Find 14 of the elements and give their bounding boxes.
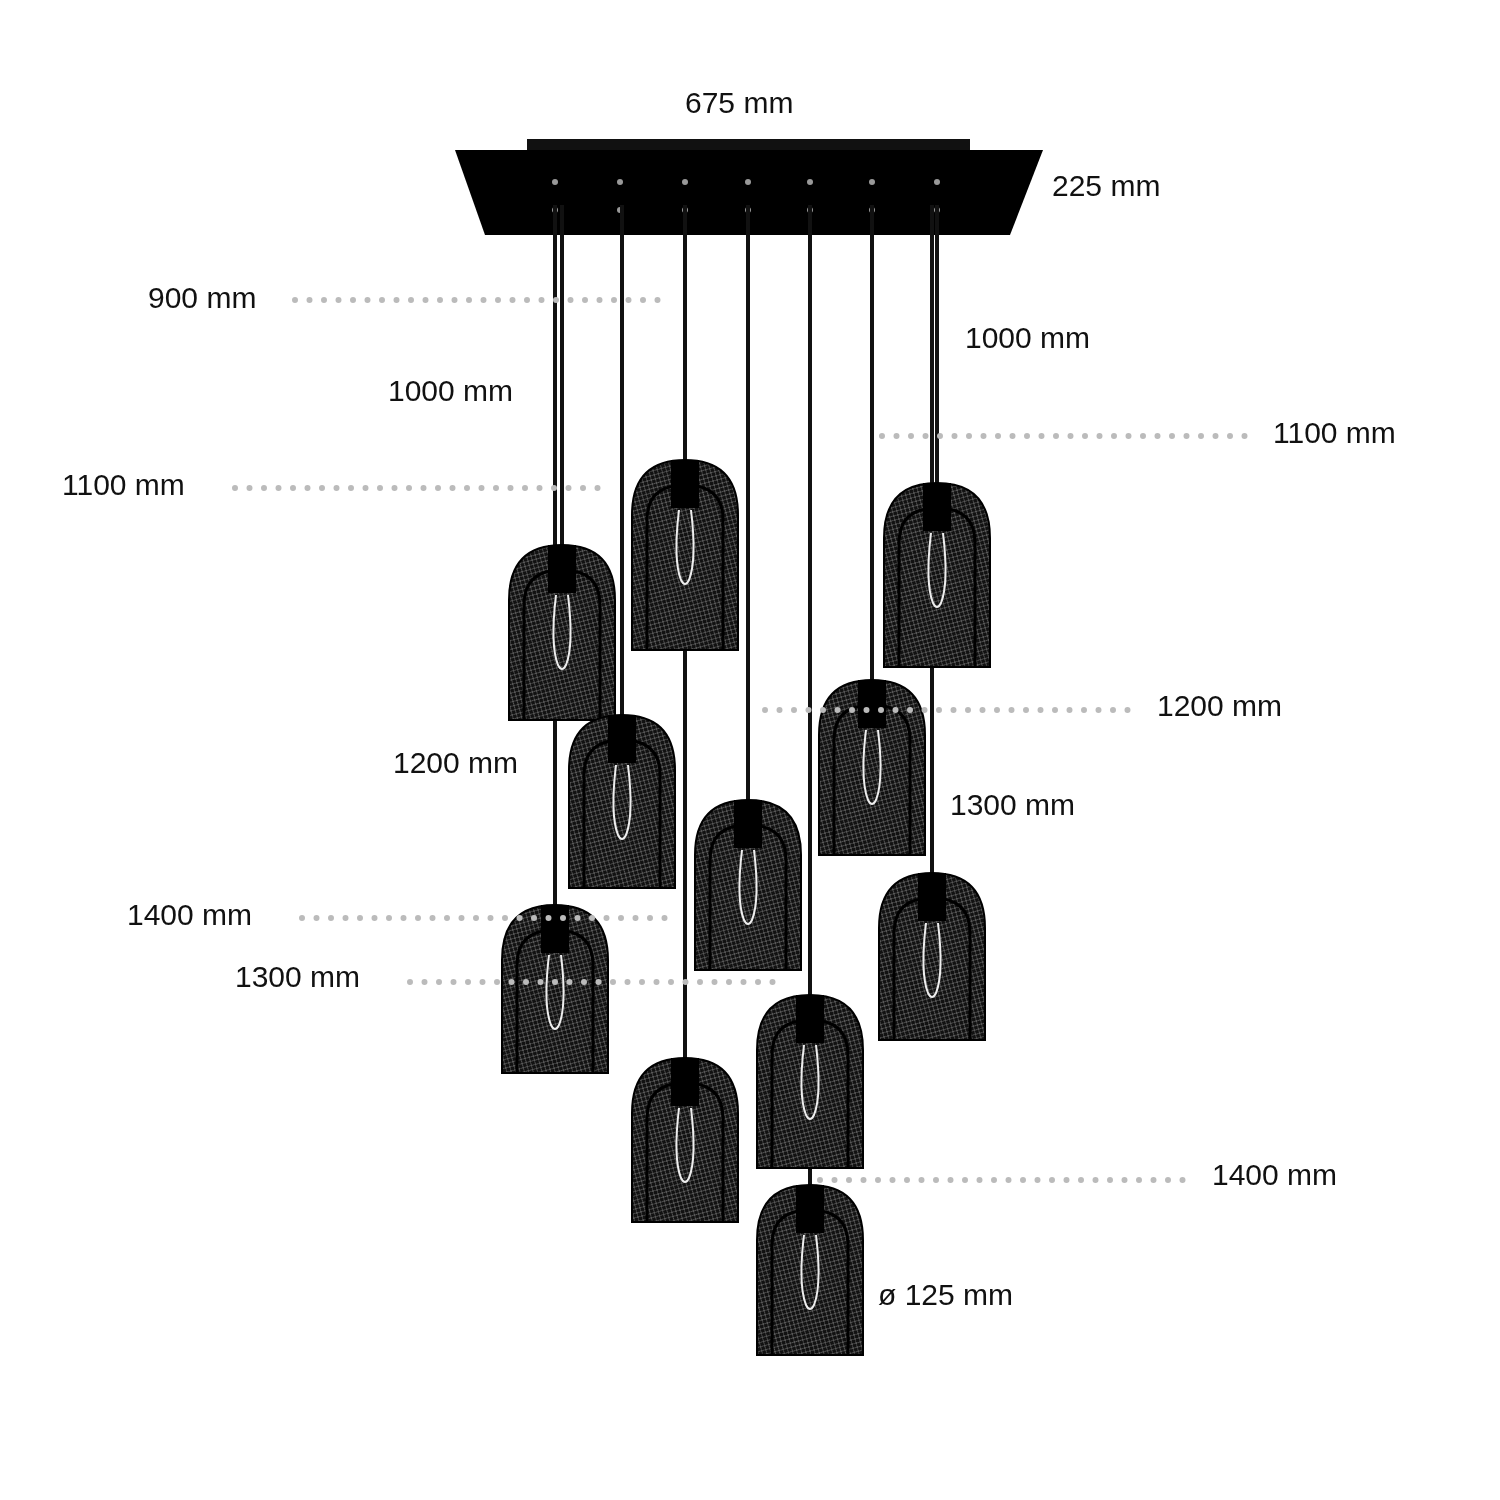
dimension-label: 1400 mm — [1212, 1157, 1338, 1193]
dimension-label: 1000 mm — [388, 373, 514, 409]
dimension-label: 900 mm — [148, 280, 257, 316]
dimension-label: 1100 mm — [62, 467, 185, 503]
dimension-label: 1000 mm — [965, 320, 1091, 356]
dimension-label: 225 mm — [1052, 168, 1161, 204]
dimension-label: 1200 mm — [393, 745, 519, 781]
dimension-label: 1300 mm — [235, 959, 361, 995]
dimension-label: 675 mm — [685, 85, 794, 121]
dimension-label: 1200 mm — [1157, 688, 1283, 724]
dimension-label: 1100 mm — [1273, 415, 1396, 451]
dimension-label: ø 125 mm — [878, 1277, 1014, 1313]
dimension-label: 1300 mm — [950, 787, 1076, 823]
dimension-label: 1400 mm — [127, 897, 253, 933]
